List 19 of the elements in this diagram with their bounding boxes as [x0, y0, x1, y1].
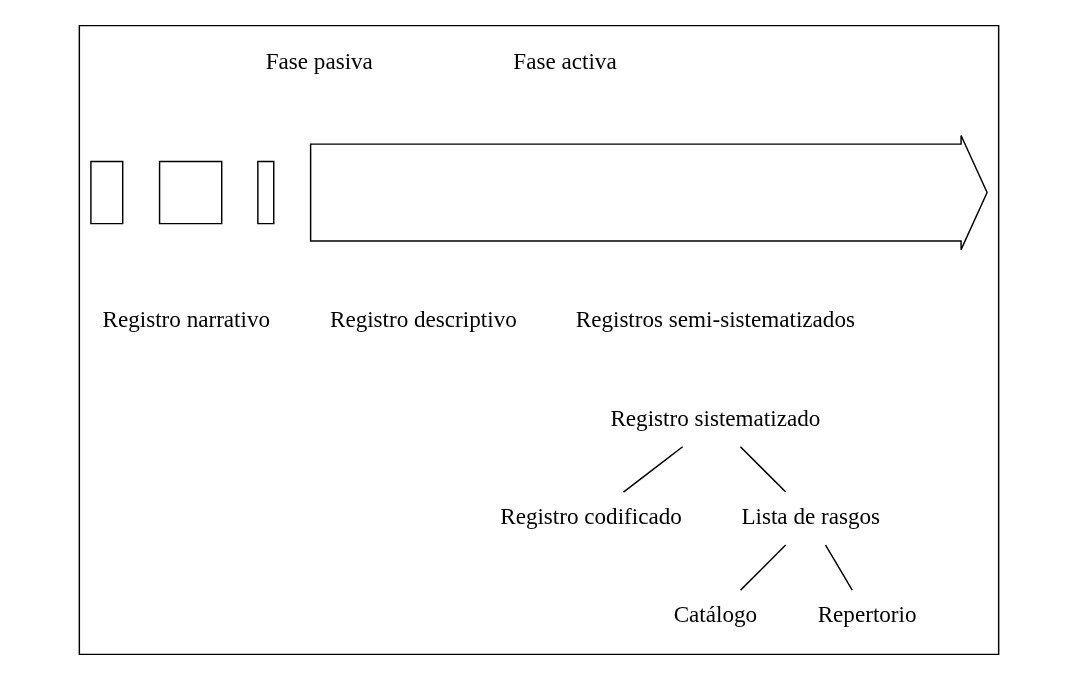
node-text: Lista de rasgos [740, 503, 880, 530]
label: Registro descriptivo [329, 306, 517, 333]
label: Fase activa [512, 47, 617, 74]
connector [622, 446, 683, 493]
label: Registro narrativo [102, 306, 270, 333]
label: Fase pasiva [265, 47, 373, 74]
node-box [89, 160, 123, 225]
node-text: Registro codificado [499, 503, 682, 530]
node-text: Catálogo [673, 601, 757, 628]
node-box [158, 160, 222, 225]
node-text: Repertorio [817, 601, 917, 628]
connector [739, 544, 786, 591]
node-box [256, 160, 274, 225]
node-text: Registro sistematizado [609, 404, 820, 431]
label: Registros semi-sistematizados [575, 306, 855, 333]
connector [824, 544, 853, 591]
connector [739, 446, 786, 493]
cluster [78, 24, 999, 656]
node-arrow [309, 134, 988, 251]
